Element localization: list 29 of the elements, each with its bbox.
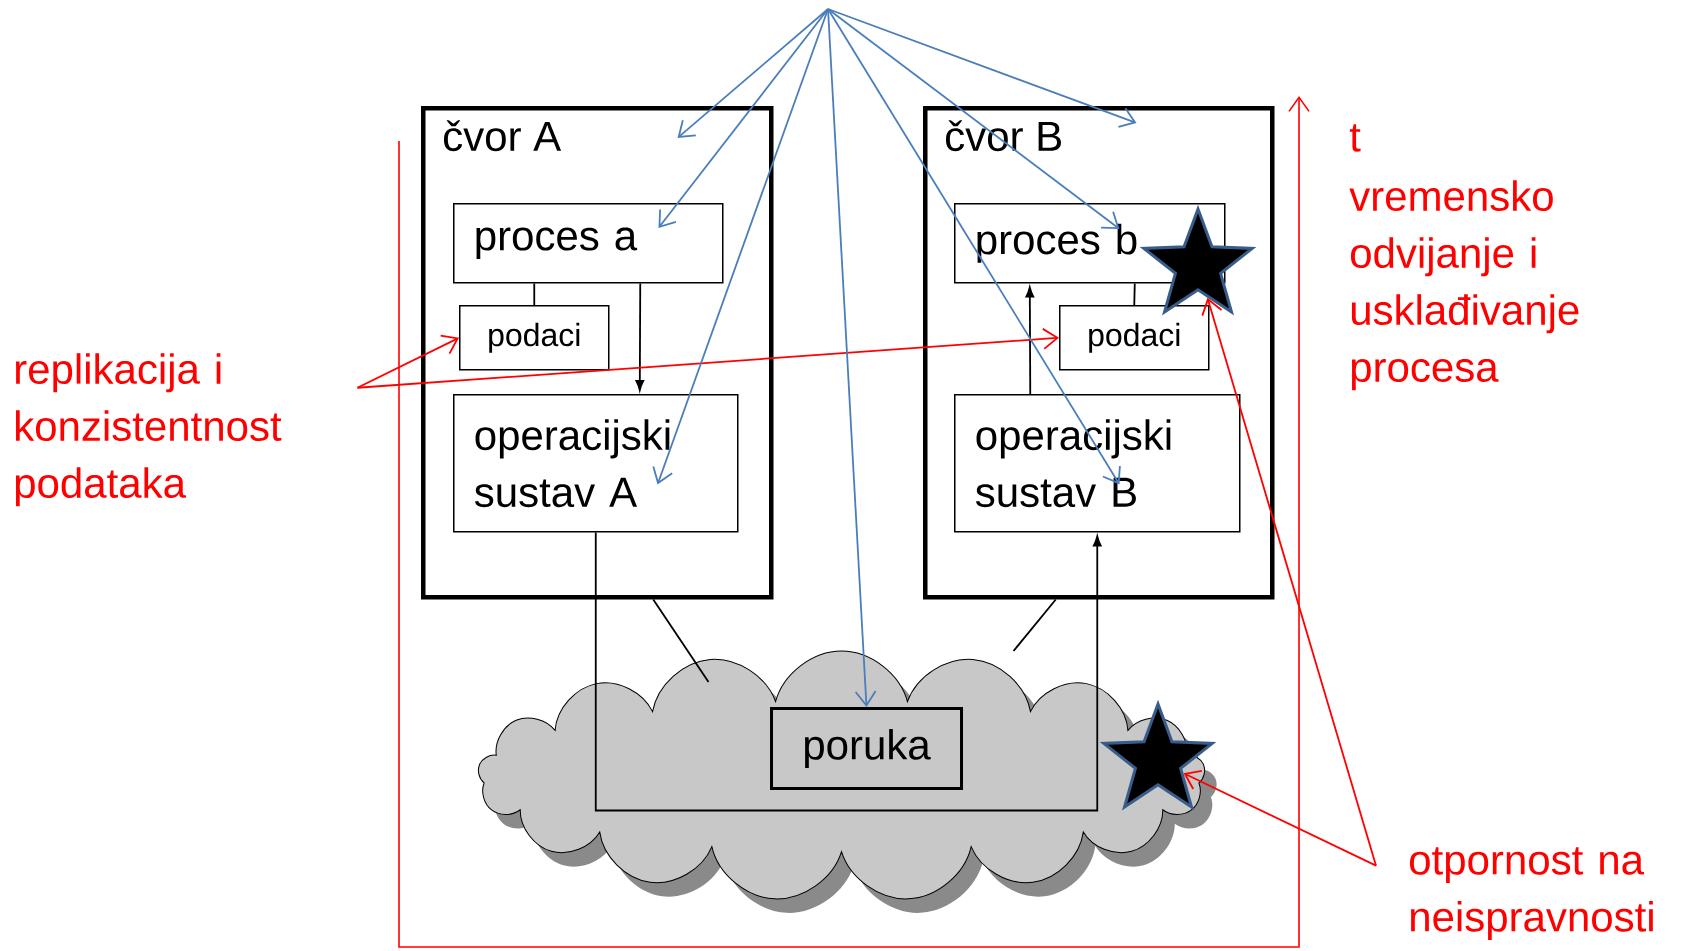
- arrow: [652, 8, 829, 485]
- arrow: [827, 8, 1137, 128]
- arrow: [1183, 770, 1377, 867]
- labeled-box: proces b: [954, 203, 1226, 284]
- arrow: [827, 8, 877, 707]
- arrow: [827, 8, 1120, 229]
- arrow: [635, 282, 645, 391]
- arrow: [1025, 286, 1035, 395]
- labeled-box: operacijski sustav A: [453, 394, 739, 533]
- data-box: podaci: [459, 305, 610, 371]
- axis-label: t: [1349, 124, 1361, 152]
- arrow: [677, 8, 829, 138]
- arrow: [827, 8, 1121, 485]
- arrow: [356, 328, 1059, 389]
- connector-line: [1133, 282, 1136, 306]
- arrow: [356, 334, 459, 389]
- connector-line: [533, 282, 536, 306]
- network-cloud: [477, 650, 1217, 913]
- arrow: [594, 531, 1102, 812]
- callout-text: otpornost na neispravnosti: [1409, 847, 1653, 941]
- arrow: [1201, 297, 1377, 867]
- callout-text: replikacija i konzistentnost podataka: [15, 353, 282, 507]
- data-box: podaci: [1059, 305, 1210, 371]
- connector-line: [652, 598, 710, 683]
- arrow: [658, 8, 829, 228]
- labeled-box: proces a: [453, 203, 724, 284]
- axis-label: vremensko odvijanje i usklađivanje procesa: [1349, 180, 1579, 391]
- message-box: poruka: [770, 707, 963, 790]
- connector-line: [1012, 598, 1057, 652]
